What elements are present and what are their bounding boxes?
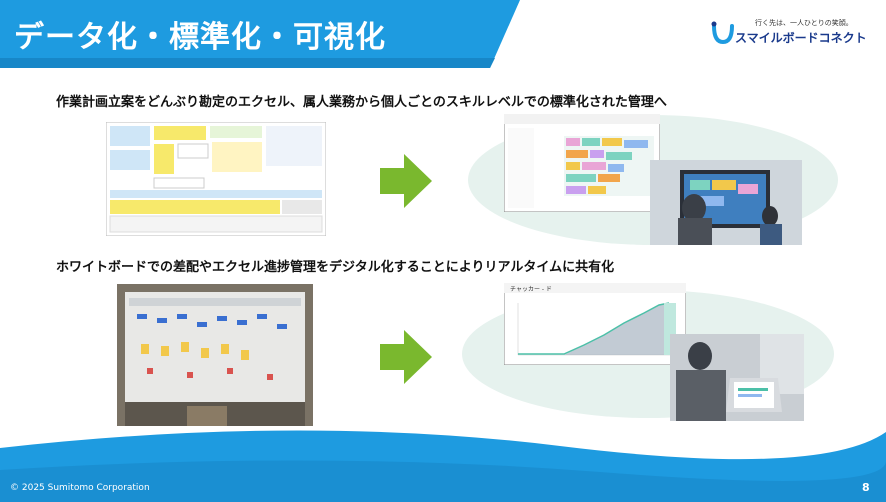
section1-caption: 作業計画立案をどんぶり勘定のエクセル、属人業務から個人ごとのスキルレベルでの標準…	[56, 95, 667, 110]
footer-wave	[0, 430, 886, 502]
brand-name: スマイルボードコネクト	[735, 31, 867, 45]
office-monitor-photo	[650, 160, 802, 245]
progress-app-title: チャッカー - ド	[510, 286, 552, 293]
section2-caption: ホワイトボードでの差配やエクセル進捗管理をデジタル化することによりリアルタイムに…	[56, 260, 615, 275]
title-banner	[0, 0, 520, 68]
progress-chart-app-image	[504, 283, 686, 365]
arrow-right-icon	[380, 330, 432, 384]
copyright-text: © 2025 Sumitomo Corporation	[10, 483, 150, 493]
excel-sheet-image	[106, 122, 326, 236]
brand-logo-icon	[711, 21, 734, 45]
laptop-user-photo	[670, 334, 804, 421]
page-title: データ化・標準化・可視化	[14, 20, 386, 55]
brand-tagline: 行く先は、一人ひとりの笑顔。	[755, 19, 853, 27]
arrow-right-icon	[380, 154, 432, 208]
skill-schedule-app-image	[504, 114, 660, 212]
whiteboard-photo	[117, 284, 313, 426]
page-number: 8	[862, 481, 870, 494]
